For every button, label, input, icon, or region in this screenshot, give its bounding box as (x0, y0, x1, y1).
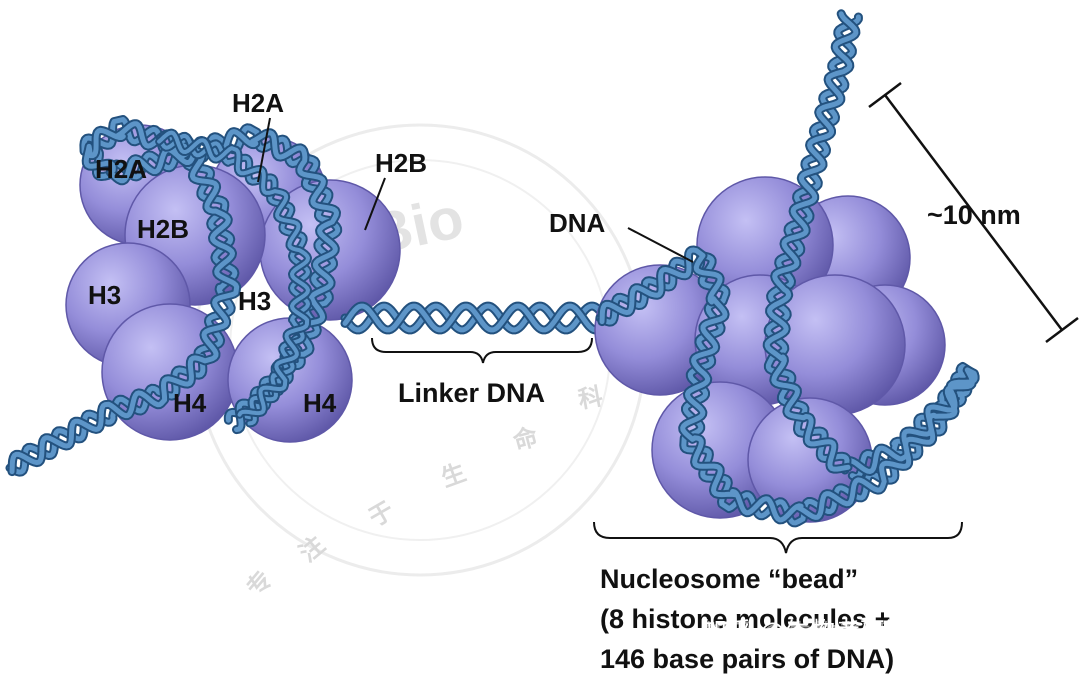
dna-strand (157, 130, 310, 417)
label-linker-dna: Linker DNA (398, 378, 545, 408)
label-h2a-left: H2A (95, 154, 147, 184)
label-h2b-left: H2B (137, 214, 189, 244)
watermark-char: 命 (510, 422, 541, 456)
nucleosome-brace (593, 521, 963, 554)
watermark-char: 生 (437, 458, 469, 493)
linker-dna-helix (340, 301, 604, 335)
label-h4-left: H4 (173, 388, 207, 418)
size-scale-bar (868, 82, 1079, 343)
label-h2b-right: H2B (375, 148, 427, 178)
nucleosome-caption-line-2: (8 histone molecules + (600, 604, 890, 634)
credit-watermark: 知乎 @生物考研注定学姐 知乎 @生物考研注定学姐 (702, 617, 987, 648)
left-nucleosome-dna (5, 115, 343, 477)
watermark-char: 于 (364, 496, 399, 532)
h2b-leader-line (364, 177, 386, 231)
label-h2a-top: H2A (232, 88, 284, 118)
nucleosome-caption-line-3: 146 base pairs of DNA) (600, 644, 894, 674)
credit-text: 知乎 @生物考研注定学姐 (702, 617, 985, 646)
watermark-char: 科 (576, 382, 604, 414)
right-nucleosome-dna (595, 9, 980, 528)
dna-strand (764, 11, 859, 472)
dna-strand (9, 121, 339, 475)
dna-leader-line (627, 227, 694, 263)
label-h3-center: H3 (238, 286, 271, 316)
label-h4-right: H4 (303, 388, 337, 418)
credit-shadow: 知乎 @生物考研注定学姐 (704, 619, 987, 648)
label-h3-left: H3 (88, 280, 121, 310)
label-size: ~10 nm (927, 200, 1021, 230)
linker-dna-brace (371, 337, 593, 364)
dna-strand (599, 247, 978, 523)
h2a-leader-line (257, 117, 271, 183)
watermark-char: 注 (294, 531, 330, 568)
nucleosome-caption-line-1: Nucleosome “bead” (600, 564, 858, 594)
watermark-char: 专 (241, 565, 278, 601)
dna-strand (342, 303, 602, 333)
dna-strand (597, 253, 977, 526)
label-dna: DNA (549, 208, 606, 238)
dna-strand (765, 14, 861, 473)
